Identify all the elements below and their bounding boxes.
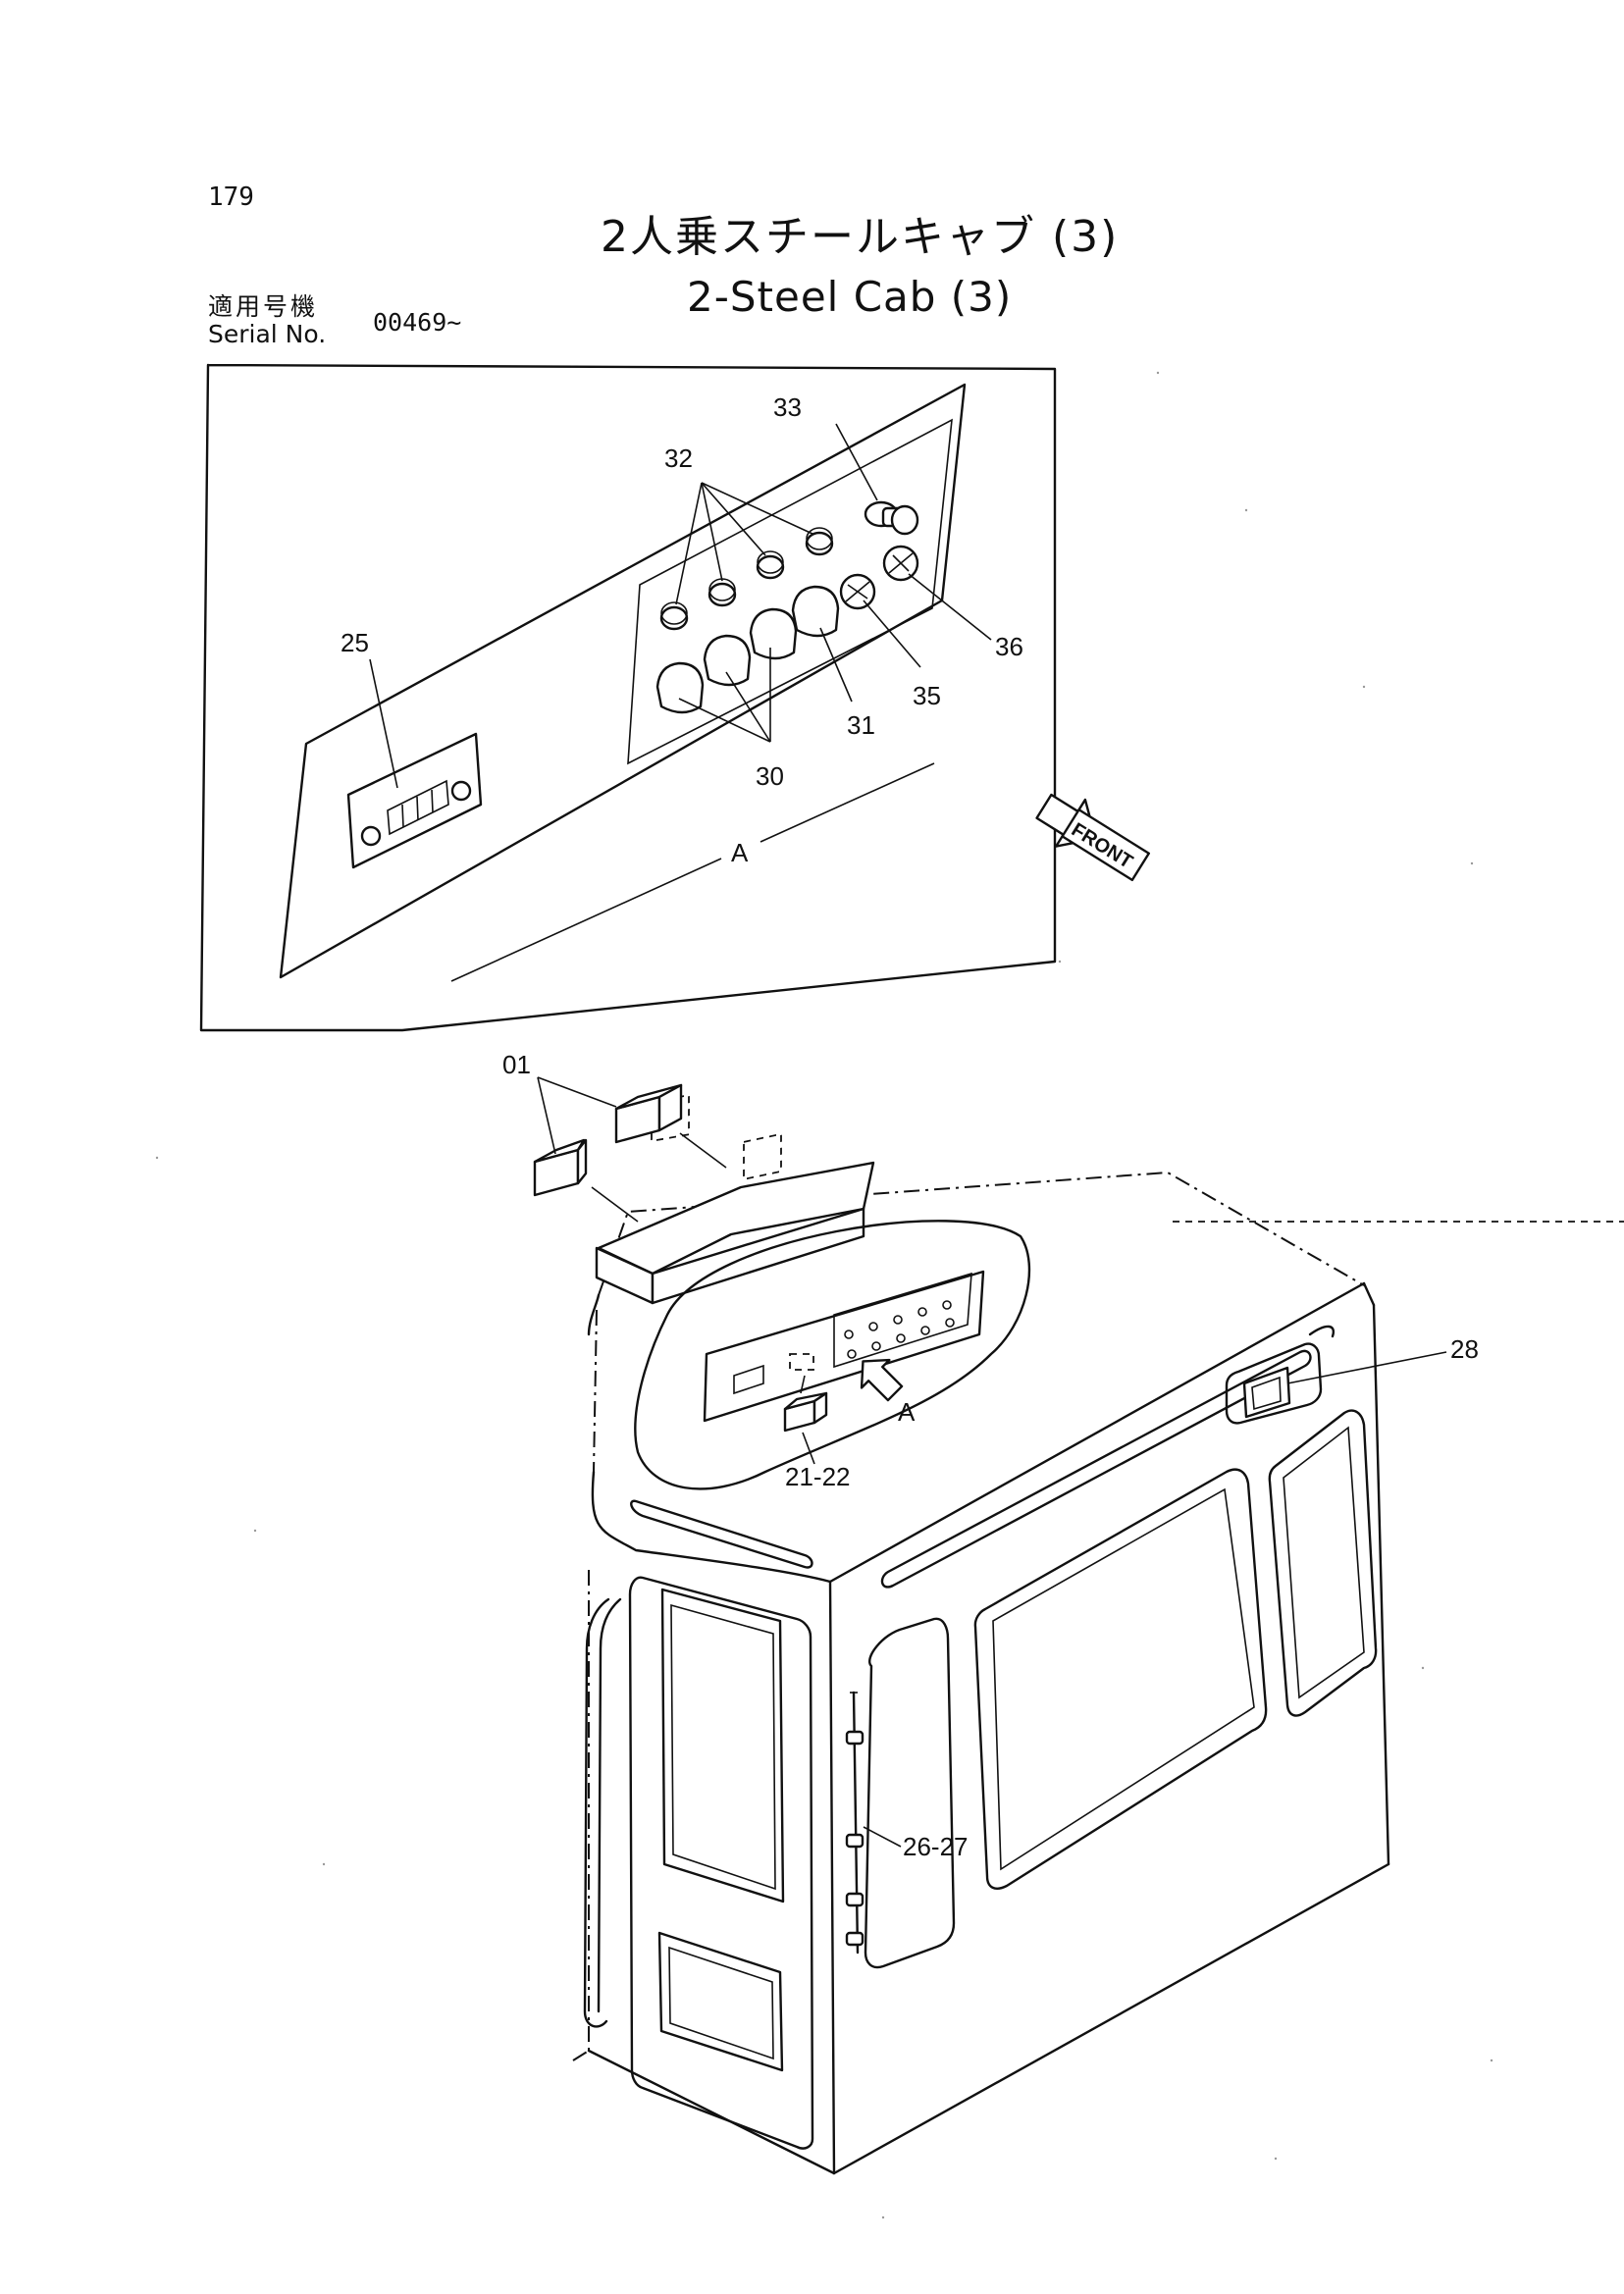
knob-31 [791,585,840,638]
callout-26-27: 26-27 [903,1832,969,1861]
front-door [628,1576,814,2150]
cab-body [572,1281,1390,2175]
switch-33 [864,500,919,536]
side-door [864,1617,956,1969]
heater-knob-left [360,825,382,847]
ceiling-cutaway [634,1220,1031,1490]
relay-leader-down [802,1432,815,1465]
heater-knob-right [450,780,472,802]
front-arrow: FRONT [1035,793,1150,882]
roof-lamp-28 [1225,1342,1323,1425]
gutter-hook [1308,1325,1336,1338]
callout-31: 31 [847,710,875,740]
page-number: 179 [208,182,254,212]
latch-leader [863,1826,902,1848]
switch-36 [882,545,919,582]
side-gutter [880,1349,1312,1589]
view-arrow-a [860,1358,904,1402]
knob-group-32 [659,527,834,631]
callout-21-22: 21-22 [785,1462,851,1491]
callout-01: 01 [502,1050,531,1079]
latch-26-27 [845,1691,864,1955]
callout-25: 25 [341,628,369,657]
callout-36: 36 [995,632,1023,661]
view-a-frame [199,363,1057,1032]
ceiling-panel-dots [844,1300,955,1359]
ceiling-panel-inset [833,1272,972,1369]
heater-control-plate [346,732,483,869]
panel-inset [627,418,953,765]
view-arrow-a-label: A [898,1397,916,1427]
view-a-label: A [731,838,749,867]
fuse-block-01-lower [533,1138,588,1197]
callout-35: 35 [913,681,941,710]
grab-rail [583,1597,610,2028]
front-gutter [630,1499,813,1569]
callout-30: 30 [756,761,784,791]
side-window-rear [1268,1409,1378,1717]
lamp-leader [1286,1351,1447,1384]
serial-label-japanese: 適用号機 [208,292,319,321]
callout-28: 28 [1450,1334,1479,1364]
relay-21-22 [783,1391,828,1433]
title-english: 2-Steel Cab (3) [687,273,1013,321]
fuse-block-01-upper [614,1083,683,1144]
grab-rail-inner [597,1597,622,2013]
roof-console-box [595,1094,875,1305]
callout-33: 33 [773,392,802,422]
view-a-leaders [369,423,992,982]
serial-number-range: 00469~ [373,308,462,337]
switch-35 [839,573,876,610]
callout-32: 32 [664,443,693,473]
title-japanese: 2人乗スチールキャブ (3) [601,212,1120,262]
serial-label-english: Serial No. [208,320,327,348]
side-window-large [973,1468,1268,1890]
knob-group-30 [655,607,798,714]
relay-leader-up [800,1375,806,1394]
scan-speckles [155,371,1493,2219]
relay-socket [789,1353,814,1371]
side-window-rear-inner [1283,1426,1365,1699]
fuse-leaders [537,1076,727,1223]
view-a-detail: 25 32 33 36 35 31 30 A [199,363,1057,1032]
side-window-large-inner [992,1487,1255,1871]
ceiling-panel [703,1270,985,1423]
ceiling-panel-slot [733,1364,764,1395]
cab-assembly: 01 21-22 A [502,1050,1479,2175]
heater-slider-bank [387,779,449,836]
